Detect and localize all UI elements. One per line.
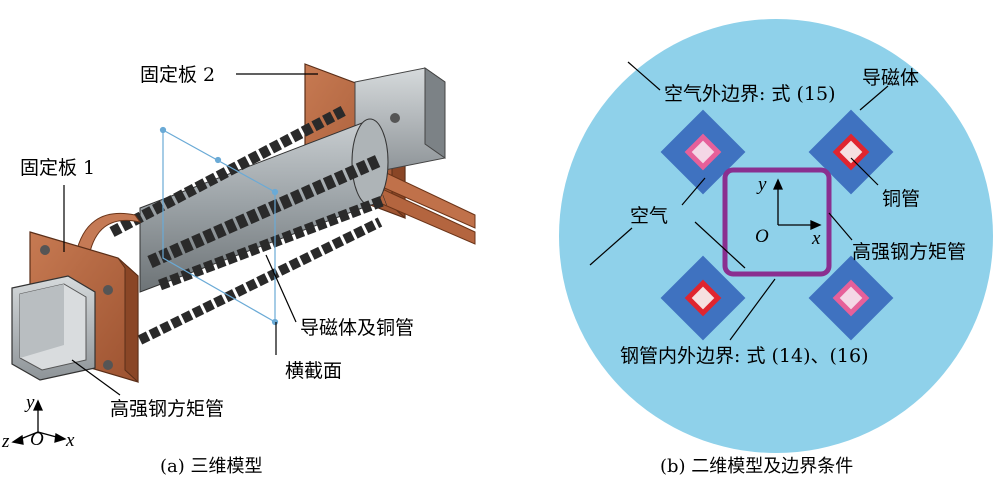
label-air-outer-boundary: 空气外边界: 式 (15) [664, 83, 835, 105]
axis-triad-a [11, 399, 67, 445]
panel-b-2d-model: y O x 空气外边界: 式 (15) 导磁体 铜管 空气 高强钢方矩管 钢管内… [559, 19, 993, 477]
caption-a: (a) 三维模型 [160, 456, 263, 477]
steel-square-tube [722, 167, 832, 277]
leader-lines-b [589, 61, 889, 341]
air-domain [559, 19, 993, 453]
axis-y-label-b: y [756, 174, 767, 195]
label-fixed-plate-2: 固定板 2 [140, 64, 215, 86]
label-steel-tube-b: 高强钢方矩管 [852, 241, 966, 263]
steel-tube-front [11, 275, 96, 381]
leader-lines-a [63, 73, 318, 396]
magnet-bottom-left [660, 255, 746, 341]
label-copper-boundary: 钢管内外边界: 式 (14)、(16) [620, 345, 869, 367]
coil-middle-lower [158, 194, 387, 291]
panel-a-3d-model: 固定板 2 固定板 1 导磁体及铜管 横截面 高强钢方矩管 y z O x (a… [1, 63, 476, 477]
caption-b: (b) 二维模型及边界条件 [660, 456, 853, 477]
magnet-bottom-right [808, 255, 894, 341]
axis-x-label-b: x [811, 228, 821, 249]
axis-x-label-a: x [65, 430, 75, 451]
copper-pipes-right [379, 169, 476, 245]
coil-bottom [137, 217, 383, 345]
label-steel-tube-a: 高强钢方矩管 [110, 398, 224, 420]
axis-triad-b [772, 178, 822, 231]
copper-ring [74, 213, 142, 263]
axis-o-label-b: O [755, 226, 769, 247]
axis-o-label-a: O [30, 429, 44, 450]
label-copper: 铜管 [882, 188, 920, 210]
label-cross-section: 横截面 [285, 360, 342, 382]
axis-z-label-a: z [1, 431, 10, 452]
label-magnet: 导磁体 [862, 67, 919, 89]
label-fixed-plate-1: 固定板 1 [20, 157, 95, 179]
coil-middle-upper [147, 154, 383, 268]
cross-section-plane [159, 126, 279, 326]
label-air: 空气 [630, 205, 668, 227]
label-magnet-copper: 导磁体及铜管 [300, 317, 414, 339]
axis-y-label-a: y [24, 392, 35, 413]
